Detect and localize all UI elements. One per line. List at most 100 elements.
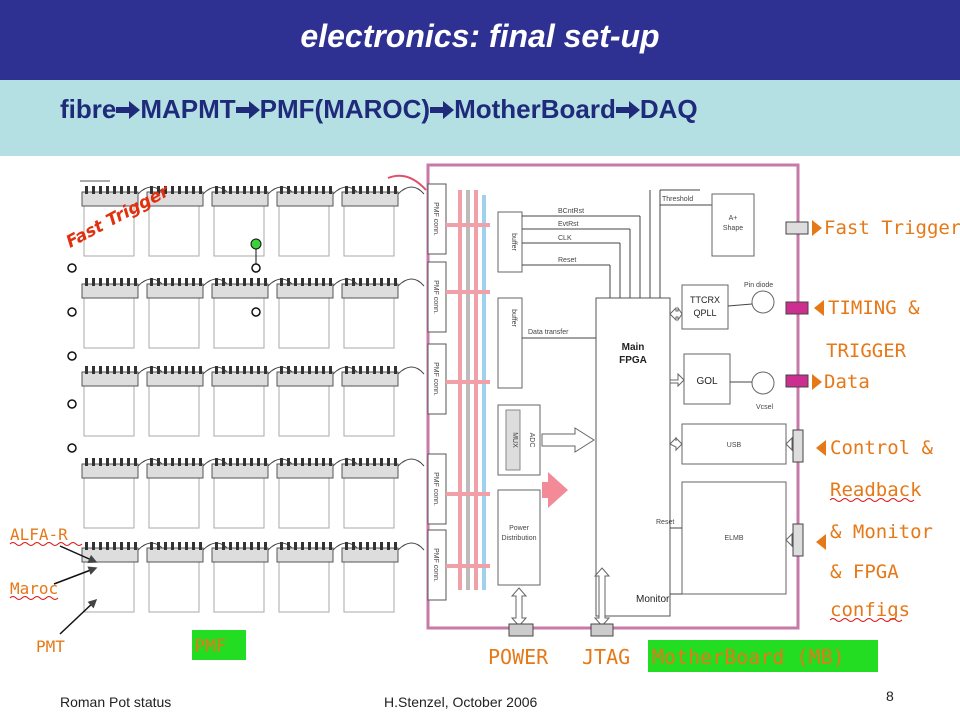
power-vertical-arrow xyxy=(510,587,528,627)
chain-mapmt: MAPMT xyxy=(140,94,236,124)
pin xyxy=(236,278,239,286)
pmf-module xyxy=(211,542,295,613)
shaper-label-1: A+ xyxy=(729,215,738,222)
pin xyxy=(127,366,130,374)
pmf-module xyxy=(146,278,230,349)
pmf-module xyxy=(276,278,360,349)
pin xyxy=(380,458,383,466)
pin xyxy=(329,366,332,374)
pin xyxy=(287,186,290,194)
timing-label: TIMING & xyxy=(828,297,920,319)
pin xyxy=(134,542,137,550)
pin xyxy=(229,186,232,194)
pin xyxy=(157,542,160,550)
pin xyxy=(315,278,318,286)
pin xyxy=(257,186,260,194)
elmb-connector-arrow xyxy=(785,532,793,548)
gol-label: GOL xyxy=(696,376,718,387)
test-point xyxy=(67,443,77,453)
pin xyxy=(366,186,369,194)
chain-motherboard: MotherBoard xyxy=(454,94,616,124)
pin xyxy=(287,366,290,374)
pmf-module xyxy=(211,278,295,349)
pmt-body xyxy=(83,383,135,437)
main-fpga xyxy=(595,297,671,617)
pmf-module xyxy=(81,186,165,257)
pin xyxy=(85,186,88,194)
signal-clk: CLK xyxy=(558,235,572,242)
pmt-body xyxy=(148,295,200,349)
monitor-connector xyxy=(792,523,804,557)
pin xyxy=(315,186,318,194)
pin xyxy=(120,542,123,550)
monitor-arrow-icon xyxy=(816,534,826,550)
gol-block xyxy=(683,353,731,405)
pmt-body xyxy=(343,559,395,613)
fibre-line xyxy=(387,174,427,191)
pmf-connector-label: PMF conn. xyxy=(432,362,439,396)
pmf-module xyxy=(341,458,425,529)
test-point-green xyxy=(250,238,262,250)
pin xyxy=(329,186,332,194)
pin xyxy=(359,458,362,466)
pin xyxy=(164,366,167,374)
elmb-label: ELMB xyxy=(724,535,743,542)
chain-daq: DAQ xyxy=(639,94,698,124)
pmt-body xyxy=(83,295,135,349)
pmf-module xyxy=(146,542,230,613)
vcsel xyxy=(751,371,775,395)
pin xyxy=(157,458,160,466)
pin xyxy=(171,186,174,194)
fpga-label: & FPGA xyxy=(830,561,899,583)
pmf-highlight xyxy=(192,630,246,660)
pmt-body xyxy=(83,475,135,529)
pin xyxy=(192,366,195,374)
elmb-block xyxy=(681,481,787,595)
pmf-connector-label: PMF conn. xyxy=(432,202,439,236)
pmt-label: PMT xyxy=(36,637,65,656)
pin-diode-line xyxy=(727,303,753,307)
pin xyxy=(164,542,167,550)
pin xyxy=(99,458,102,466)
pin xyxy=(199,458,202,466)
pin xyxy=(387,366,390,374)
pin xyxy=(294,278,297,286)
maroc-board xyxy=(211,283,269,299)
pin xyxy=(257,278,260,286)
pin xyxy=(215,186,218,194)
subtitle-bar xyxy=(0,80,960,156)
pmf-connector xyxy=(427,183,447,255)
buffer-top-label: buffer xyxy=(510,233,517,251)
maroc-board xyxy=(211,547,269,563)
pin xyxy=(366,542,369,550)
pmf-module xyxy=(276,458,360,529)
pin xyxy=(250,542,253,550)
reset-label: Reset xyxy=(656,519,674,526)
pin xyxy=(280,186,283,194)
pin xyxy=(157,366,160,374)
power-distribution-label-1: Power xyxy=(509,525,530,532)
pin xyxy=(294,542,297,550)
right-arrow-icon xyxy=(430,101,455,119)
maroc-board xyxy=(146,547,204,563)
power-label: POWER xyxy=(488,645,549,669)
pmt-body xyxy=(83,203,135,257)
pin xyxy=(301,366,304,374)
maroc-board xyxy=(341,283,399,299)
pmt-labels: ALFA-R Maroc PMT xyxy=(10,525,68,656)
timing-arrow-icon xyxy=(814,300,824,316)
pmt-body xyxy=(148,383,200,437)
monitor-label: Monitor xyxy=(636,594,670,605)
pin xyxy=(322,186,325,194)
right-labels: Fast Trigger TIMING & TRIGGER Data Contr… xyxy=(812,217,960,621)
pin xyxy=(264,278,267,286)
pin xyxy=(301,186,304,194)
pmf-module xyxy=(276,186,360,257)
pmt-body xyxy=(213,383,265,437)
pin xyxy=(222,366,225,374)
shaper-label-2: Shape xyxy=(723,225,743,232)
pin xyxy=(185,366,188,374)
pin xyxy=(308,186,311,194)
maroc-board xyxy=(146,191,204,207)
pin xyxy=(199,366,202,374)
